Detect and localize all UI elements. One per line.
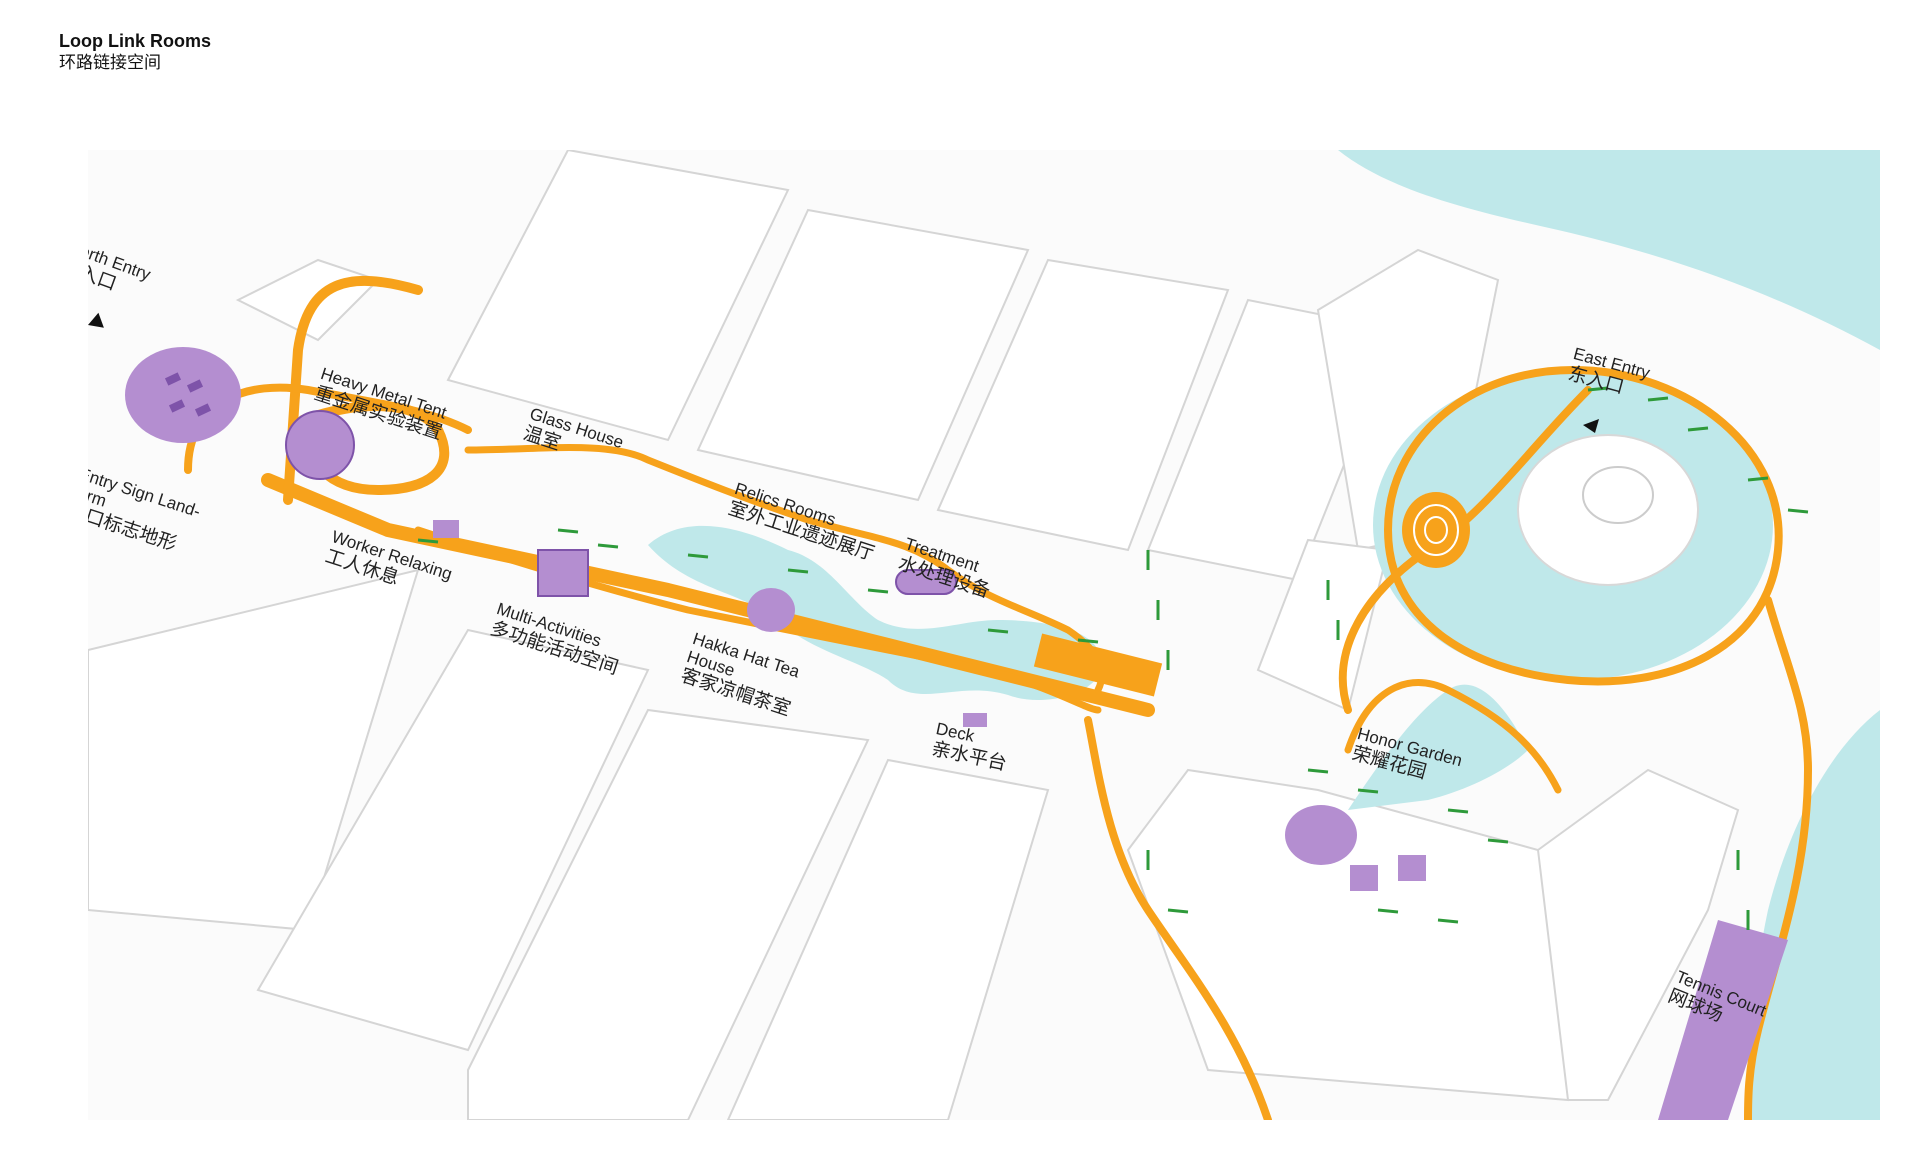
page-title: Loop Link Rooms [59,31,211,51]
building-block-3 [936,258,1230,552]
ring-garden-inner [1582,466,1654,524]
ring-path [1384,366,1783,686]
building-block-7 [467,708,870,1120]
east-entry-arrow-icon [1583,419,1599,433]
feature-rooms [125,347,1788,1120]
garden-wing [1536,768,1740,1101]
building-block-6 [256,628,650,1052]
building-block-5 [88,568,420,932]
corridor-south [283,275,423,505]
site-plan-drawing [88,150,1880,1120]
buildings [88,150,1740,1120]
central-pond [648,525,1102,700]
north-entry-arrow-icon [88,312,104,328]
entry-sign-landform [125,347,241,443]
deck-room [963,713,987,727]
inner-loop [464,444,1106,694]
tennis-approach [1744,596,1812,1120]
tennis-court [1658,920,1788,1120]
building-block-8 [726,758,1050,1120]
landform-marks [164,372,212,417]
multi-activities-room [537,549,589,597]
treatment-unit [895,569,957,595]
planting-marks [417,386,1809,930]
honor-garden-pavilion [1285,805,1357,865]
worker-relaxing-room [433,520,459,538]
page-subtitle: 环路链接空间 [59,53,161,73]
building-block-2 [696,208,1030,502]
honor-garden-room-2 [1398,855,1426,881]
honor-garden-room-1 [1350,865,1378,891]
building-block-1 [446,150,790,442]
honor-garden-water [1348,684,1528,810]
river-top [1338,150,1880,350]
header: Loop Link Rooms 环路链接空间 [59,30,211,74]
river-right [1748,710,1880,1120]
garden-loop [1344,679,1562,794]
site-plan-map: North Entry 北入口 Heavy Metal Tent 重金属实验装置… [88,150,1880,1120]
hakka-tea-house [747,588,795,632]
ring-spiral-disc [1402,492,1470,568]
heavy-metal-tent [285,410,355,480]
deck-platform [1033,633,1163,697]
connector-to-garden [1084,716,1272,1120]
